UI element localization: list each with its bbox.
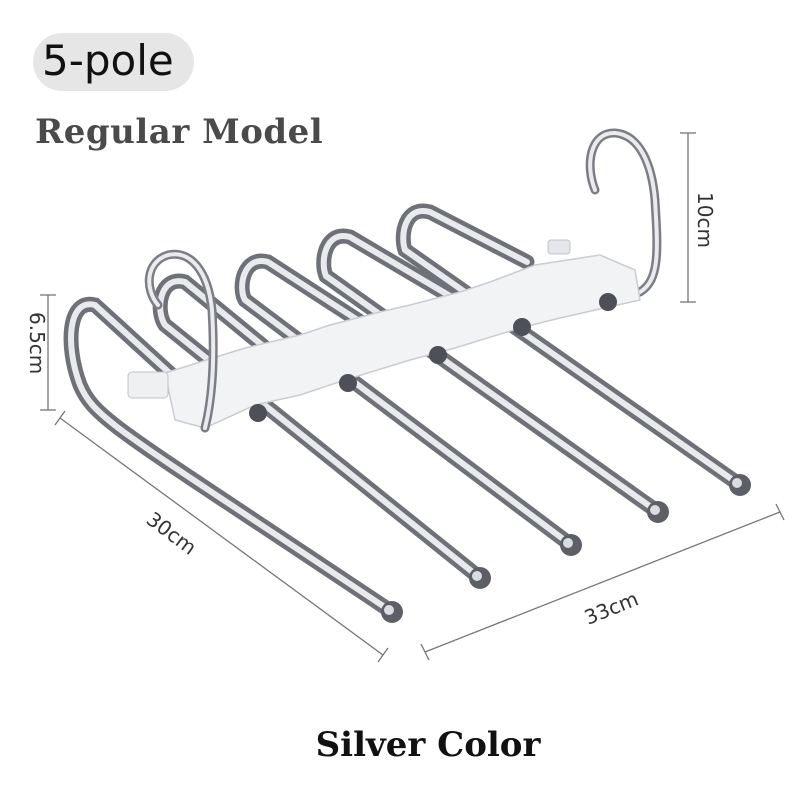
color-caption: Silver Color	[315, 725, 541, 765]
clip-sockets	[249, 293, 617, 422]
dim-height-hook: 10cm	[693, 192, 717, 248]
pole-end-caps	[381, 474, 751, 623]
dimension-lines	[40, 132, 785, 663]
pole-count-badge	[33, 33, 194, 91]
hanger-poles	[63, 203, 748, 620]
top-hook	[585, 128, 662, 297]
front-hook	[144, 249, 218, 433]
connector-strip	[127, 239, 641, 429]
pole-count-label: 5-pole	[42, 36, 174, 85]
model-title: Regular Model	[35, 112, 324, 152]
dim-height-rack: 6.5cm	[25, 312, 49, 374]
dim-width: 33cm	[581, 586, 642, 629]
